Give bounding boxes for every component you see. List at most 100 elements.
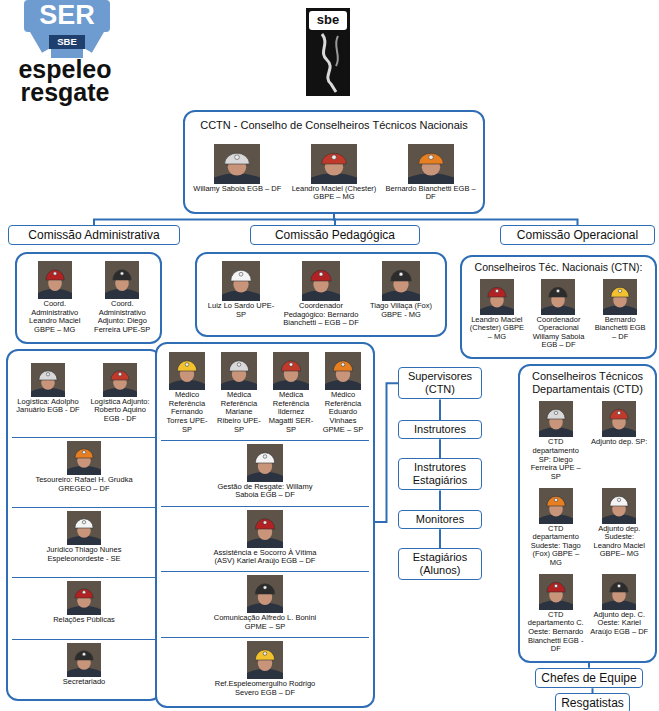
box-heading: Conselheiros Téc. Nacionais (CTN): bbox=[466, 261, 651, 274]
person-photo bbox=[247, 575, 283, 613]
member-caption: CTD departamento C. Oeste: Bernardo Bian… bbox=[526, 611, 585, 654]
person-photo bbox=[31, 363, 65, 397]
logo-plate bbox=[309, 11, 347, 30]
box-label: Comissão Administrativa bbox=[13, 228, 175, 242]
logo-wordmark: sbe bbox=[309, 12, 347, 28]
connector-line bbox=[439, 490, 441, 510]
member-caption: Leandro Maciel (Chester) GBPE – MG bbox=[288, 185, 380, 202]
member-card: Assistência e Socorro À Vítima (ASV) Kar… bbox=[210, 510, 320, 566]
member-card: Secretariado bbox=[24, 643, 144, 687]
member-row: Luiz Lo Sardo UPE-SPCoordenador Pedagógi… bbox=[201, 258, 441, 331]
box-label: Chefes de Equipe bbox=[540, 671, 638, 685]
member-caption: Médico Referência Eduardo Vinhaes GPME –… bbox=[319, 391, 367, 434]
person-photo bbox=[169, 352, 205, 390]
member-caption: Logística: Adolpho Januário EGB - DF bbox=[14, 398, 82, 415]
box-label: Estagiários (Alunos) bbox=[403, 551, 477, 577]
member-box: Coord. Administrativo Leandro Maciel GBP… bbox=[15, 252, 162, 344]
person-photo bbox=[541, 279, 575, 315]
member-card: Logística Adjunto: Roberto Aquino EGB - … bbox=[86, 363, 154, 424]
box-label: Resgatistas bbox=[560, 696, 625, 710]
person-photo bbox=[603, 279, 637, 315]
box-label: Comissão Pedagógica bbox=[255, 228, 415, 242]
member-caption: Jurídico Thiago Nunes Espeleonordeste - … bbox=[24, 546, 144, 563]
box-label: Comissão Operacional bbox=[505, 228, 650, 242]
member-caption: Comunicação Alfredo L. Bonini GPME – SP bbox=[210, 614, 320, 631]
member-card: Coord. Administrativo Adjunto: Diego Fer… bbox=[91, 261, 154, 335]
logo-tag-text: SBE bbox=[49, 36, 85, 47]
role-box: Instrutores bbox=[398, 420, 482, 439]
member-row: Comunicação Alfredo L. Bonini GPME – SP bbox=[161, 571, 369, 634]
member-caption: Adjunto dep. SP: bbox=[590, 438, 649, 447]
member-card: Coordenador Pedagógico: Bernardo Bianche… bbox=[283, 261, 359, 328]
cave-drawing bbox=[322, 34, 336, 92]
person-photo bbox=[602, 574, 636, 610]
person-photo bbox=[382, 261, 420, 301]
role-box: Chefes de Equipe bbox=[535, 668, 643, 688]
member-row: Ref.Espeleomergulho Rodrigo Severo EGB –… bbox=[161, 637, 369, 700]
member-caption: Médica Referência Ildernez Magatti SER-S… bbox=[267, 391, 315, 434]
member-caption: Tiago Villaça (Fox) GBPE - MG bbox=[363, 302, 439, 319]
member-box: Médico Referência Fernando Torres UPE-SP… bbox=[155, 342, 375, 708]
person-photo bbox=[67, 441, 101, 475]
member-card: Gestão de Resgate: Willamy Saboia EGB – … bbox=[210, 444, 320, 500]
member-row: CTD departamento SP: Diego Ferreira UPE … bbox=[524, 398, 651, 484]
commission-band: Comissão Operacional bbox=[500, 225, 655, 245]
member-card: CTD departamento C. Oeste: Bernardo Bian… bbox=[526, 574, 585, 654]
person-photo bbox=[539, 401, 573, 437]
box-label: Monitores bbox=[403, 513, 477, 526]
member-caption: CTD departamento Sudeste: Tiago (Fox) GB… bbox=[526, 525, 585, 568]
role-box: Monitores bbox=[398, 510, 482, 529]
member-caption: Logística Adjunto: Roberto Aquino EGB - … bbox=[86, 398, 154, 424]
member-card: Coordenador Operacional Willamy Saboia E… bbox=[530, 279, 587, 351]
member-card: Adjunto dep. SP: bbox=[590, 401, 649, 447]
member-caption: Médica Referência Mariane Ribeiro UPE-SP bbox=[215, 391, 263, 434]
member-row: Willamy Saboia EGB – DFLeandro Maciel (C… bbox=[189, 141, 479, 205]
member-card: Relações Públicas bbox=[24, 581, 144, 625]
member-caption: Luiz Lo Sardo UPE-SP bbox=[203, 302, 279, 319]
member-card: Leandro Maciel (Chester) GBPE – MG bbox=[288, 144, 380, 202]
connector-line bbox=[334, 214, 578, 225]
member-row: Gestão de Resgate: Willamy Saboia EGB – … bbox=[161, 440, 369, 503]
person-photo bbox=[247, 641, 283, 679]
member-card: Logística: Adolpho Januário EGB - DF bbox=[14, 363, 82, 415]
member-row: CTD departamento C. Oeste: Bernardo Bian… bbox=[524, 571, 651, 657]
member-card: Médica Referência Mariane Ribeiro UPE-SP bbox=[215, 352, 263, 434]
member-card: Leandro Maciel (Chester) GBPE – MG bbox=[468, 279, 525, 342]
person-photo bbox=[273, 352, 309, 390]
sbe-logo bbox=[306, 8, 350, 96]
member-caption: Assistência e Socorro À Vítima (ASV) Kar… bbox=[210, 549, 320, 566]
member-caption: Leandro Maciel (Chester) GBPE – MG bbox=[468, 316, 525, 342]
member-caption: Tesoureiro: Rafael H. Grudka GREGEO – DF bbox=[24, 476, 144, 493]
person-photo bbox=[67, 581, 101, 615]
role-box: Estagiários (Alunos) bbox=[398, 548, 482, 580]
person-photo bbox=[247, 510, 283, 548]
member-card: CTD departamento Sudeste: Tiago (Fox) GB… bbox=[526, 488, 585, 568]
member-card: Luiz Lo Sardo UPE-SP bbox=[203, 261, 279, 319]
commission-band: Comissão Pedagógica bbox=[250, 225, 420, 245]
member-row: Tesoureiro: Rafael H. Grudka GREGEO – DF bbox=[12, 437, 156, 496]
role-box: Supervisores (CTN) bbox=[398, 367, 482, 399]
member-row: Relações Públicas bbox=[12, 577, 156, 628]
member-caption: Coordenador Operacional Willamy Saboia E… bbox=[530, 316, 587, 351]
member-box: Logística: Adolpho Januário EGB - DFLogí… bbox=[6, 349, 162, 701]
cave-drawing bbox=[336, 36, 338, 66]
member-caption: Adjunto dep. Sudeste: Leandro Maciel GBP… bbox=[590, 525, 649, 560]
member-card: Tesoureiro: Rafael H. Grudka GREGEO – DF bbox=[24, 441, 144, 493]
connector-line bbox=[439, 529, 441, 548]
box-heading: Conselheiros Técnicos Departamentais (CT… bbox=[524, 370, 651, 396]
member-caption: Coord. Administrativo Leandro Maciel GBP… bbox=[23, 300, 86, 335]
member-caption: Bernardo Bianchetti EGB – DF bbox=[592, 316, 649, 342]
logo-tag bbox=[49, 35, 85, 49]
person-photo bbox=[105, 261, 139, 299]
member-caption: Médico Referência Fernando Torres UPE-SP bbox=[163, 391, 211, 434]
member-row: Secretariado bbox=[12, 639, 156, 690]
connector-line bbox=[375, 383, 398, 522]
person-photo bbox=[408, 144, 454, 184]
member-card: Coord. Administrativo Leandro Maciel GBP… bbox=[23, 261, 86, 335]
member-card: Tiago Villaça (Fox) GBPE - MG bbox=[363, 261, 439, 319]
member-row: Jurídico Thiago Nunes Espeleonordeste - … bbox=[12, 507, 156, 566]
person-photo bbox=[325, 352, 361, 390]
member-caption: Adjunto dep. C. Oeste: Kariel Araújo EGB… bbox=[590, 611, 649, 637]
member-card: Ref.Espeleomergulho Rodrigo Severo EGB –… bbox=[210, 641, 320, 697]
person-photo bbox=[38, 261, 72, 299]
